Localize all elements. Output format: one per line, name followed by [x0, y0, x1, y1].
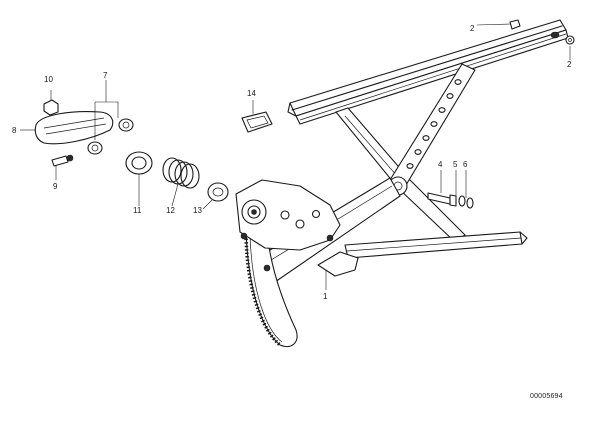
callout-12: 12 — [166, 206, 175, 215]
part-2-nut — [509, 19, 575, 45]
part-14-clip — [241, 111, 273, 133]
callout-11: 11 — [133, 206, 142, 215]
callout-4: 4 — [438, 160, 443, 169]
callout-2-right: 2 — [567, 60, 572, 69]
parts-4-5-6-bolt-washers — [427, 192, 474, 209]
callout-labels: 1 2 2 4 5 6 7 8 9 10 11 12 13 14 — [12, 24, 572, 301]
callout-2-upper: 2 — [470, 24, 475, 33]
part-13-clip-ring — [207, 182, 229, 202]
callout-8: 8 — [12, 126, 17, 135]
part-9-screw — [51, 154, 74, 167]
lower-guide-rail — [344, 231, 528, 259]
upper-guide-rail — [287, 19, 569, 125]
part-10-knob — [43, 99, 59, 116]
part-7-bushings — [87, 118, 134, 155]
callout-7: 7 — [103, 71, 108, 80]
callout-9: 9 — [53, 182, 58, 191]
callout-10: 10 — [44, 75, 53, 84]
diagram-id-number: 00005694 — [530, 393, 563, 400]
perforated-lift-arm — [384, 63, 476, 196]
callout-13: 13 — [193, 206, 202, 215]
part-12-spring — [162, 157, 200, 189]
leader-lines — [20, 23, 571, 290]
part-8-crank-handle — [34, 111, 114, 145]
regulator-gearbox — [235, 179, 359, 277]
part-11-escutcheon — [125, 151, 153, 175]
callout-14: 14 — [247, 89, 256, 98]
callout-5: 5 — [453, 160, 458, 169]
callout-1: 1 — [323, 292, 328, 301]
callout-6: 6 — [463, 160, 468, 169]
